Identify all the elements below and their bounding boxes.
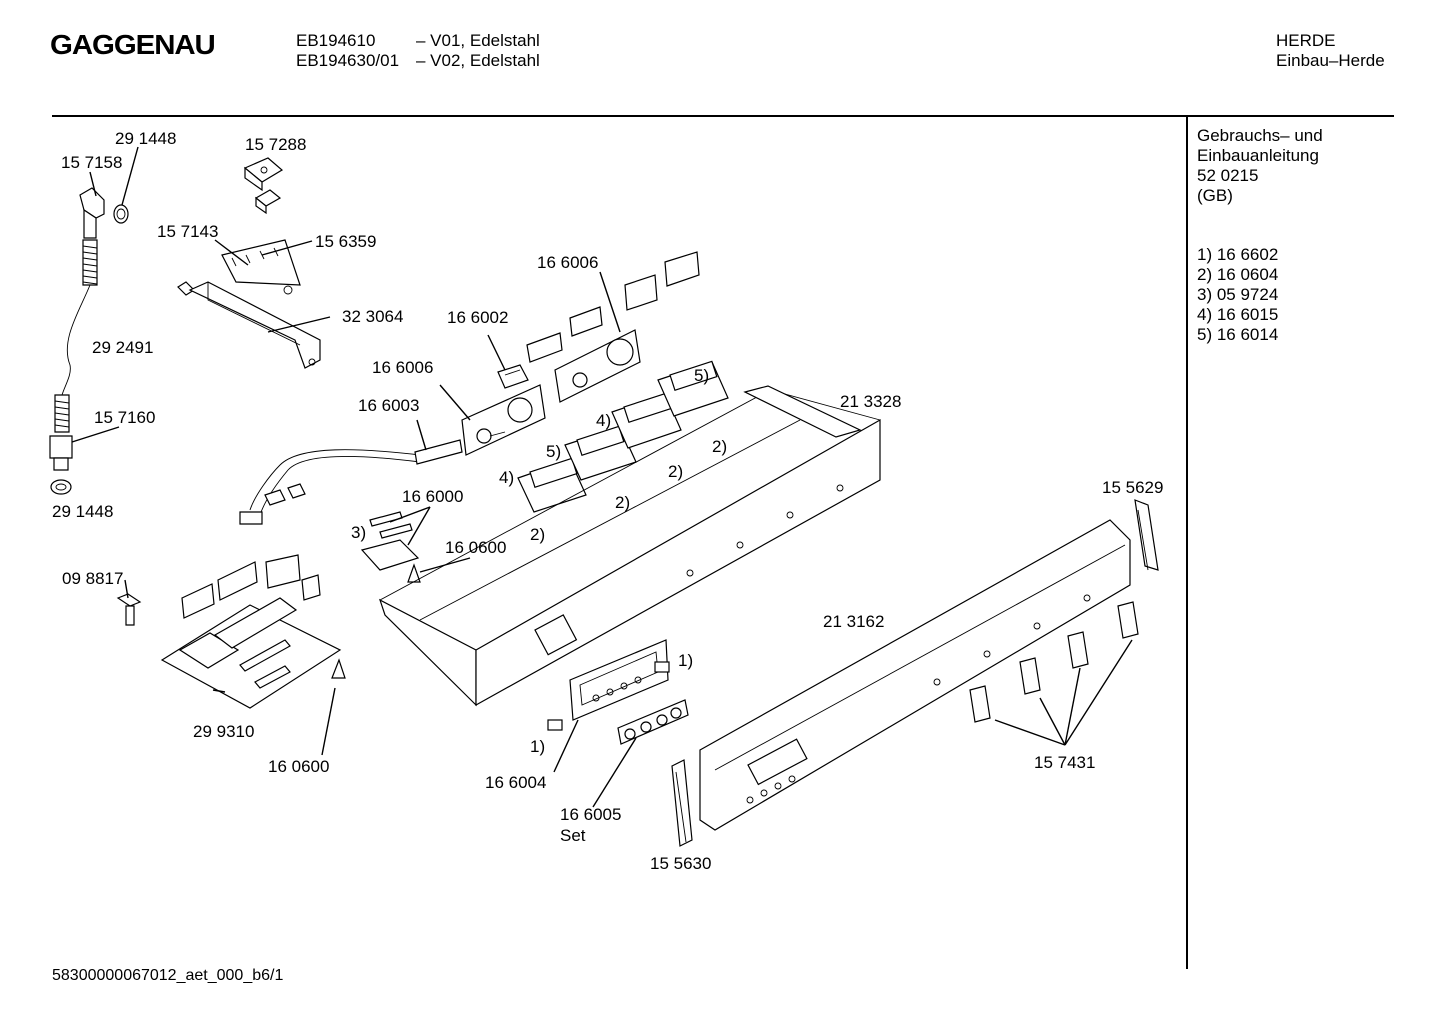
label-note-2-d: 2) xyxy=(530,525,545,544)
knob-cap-4 xyxy=(1117,601,1139,639)
label-note-4-a: 4) xyxy=(596,411,611,430)
terminal-strip xyxy=(177,239,301,296)
label-note-2-a: 2) xyxy=(712,437,727,456)
note-5: 5) 16 6014 xyxy=(1197,325,1279,344)
label-part-323064: 32 3064 xyxy=(342,307,403,326)
label-part-157288: 15 7288 xyxy=(245,135,306,154)
label-note-1-b: 1) xyxy=(530,737,545,756)
label-part-166006-upper: 16 6006 xyxy=(537,253,598,272)
label-part-299310: 29 9310 xyxy=(193,722,254,741)
label-part-160600-a: 16 0600 xyxy=(445,538,506,557)
wire-harness xyxy=(239,439,463,525)
label-note-5-a: 5) xyxy=(694,366,709,385)
mounting-rail xyxy=(188,281,321,369)
gas-connector-nut xyxy=(49,435,73,495)
control-pcb xyxy=(160,554,342,709)
cable-clip xyxy=(497,364,529,389)
control-frame xyxy=(378,385,881,707)
label-part-166000: 16 6000 xyxy=(402,487,463,506)
document-id: 58300000067012_aet_000_b6/1 xyxy=(52,967,284,984)
label-part-166003: 16 6003 xyxy=(358,396,419,415)
hose-spring-top xyxy=(82,239,98,286)
knob-cap-1 xyxy=(969,685,991,723)
label-part-166002: 16 6002 xyxy=(447,308,508,327)
label-part-157160: 15 7160 xyxy=(94,408,155,427)
side-bracket-right xyxy=(1134,499,1159,571)
rotary-switch-4 xyxy=(657,360,729,417)
rotary-switch-1 xyxy=(517,457,587,513)
label-note-2-c: 2) xyxy=(615,493,630,512)
switch-assembly-upper xyxy=(526,251,700,403)
brand-logo: GAGGENAU xyxy=(50,29,216,60)
header-rule xyxy=(52,115,1394,117)
label-part-166006-lower: 16 6006 xyxy=(372,358,433,377)
label-part-157431: 15 7431 xyxy=(1034,753,1095,772)
manual-line-1: Gebrauchs– und xyxy=(1197,126,1323,145)
switch-assembly-lower xyxy=(461,384,546,456)
manual-number: 52 0215 xyxy=(1197,166,1259,185)
label-part-213328: 21 3328 xyxy=(840,392,901,411)
label-part-098817: 09 8817 xyxy=(62,569,123,588)
leader-lines xyxy=(71,146,1133,808)
note-2: 2) 16 0604 xyxy=(1197,265,1279,284)
category-title: HERDE xyxy=(1276,31,1336,50)
bracket-clip xyxy=(243,157,284,215)
knob-cap-3 xyxy=(1067,631,1089,669)
label-note-2-b: 2) xyxy=(668,462,683,481)
spacer-bolt-2 xyxy=(547,719,563,731)
gas-elbow-fitting xyxy=(79,187,129,239)
knob-cap-2 xyxy=(1019,657,1041,695)
note-1: 1) 16 6602 xyxy=(1197,245,1279,264)
fuse-block xyxy=(360,511,420,571)
label-part-155629: 15 5629 xyxy=(1102,478,1163,497)
label-note-5-b: 5) xyxy=(546,442,561,461)
exploded-parts-diagram: 29 1448 15 7158 15 7288 15 7143 15 6359 … xyxy=(49,129,1163,873)
label-part-291448-bottom: 29 1448 xyxy=(52,502,113,521)
display-module xyxy=(569,639,669,721)
label-note-1-a: 1) xyxy=(678,651,693,670)
note-4: 4) 16 6015 xyxy=(1197,305,1279,324)
label-note-3: 3) xyxy=(351,523,366,542)
model-variant-2: – V02, Edelstahl xyxy=(416,51,540,70)
label-set: Set xyxy=(560,826,586,845)
label-part-292491: 29 2491 xyxy=(92,338,153,357)
rotary-switch-3 xyxy=(611,392,682,449)
model-number-1: EB194610 xyxy=(296,31,376,50)
label-part-160600-b: 16 0600 xyxy=(268,757,329,776)
spacer-bolt-1 xyxy=(654,661,670,673)
label-part-157158: 15 7158 xyxy=(61,153,122,172)
label-part-166004: 16 6004 xyxy=(485,773,546,792)
manual-line-2: Einbauanleitung xyxy=(1197,146,1319,165)
label-part-166005: 16 6005 xyxy=(560,805,621,824)
side-bracket-left xyxy=(671,759,693,847)
rotary-switch-2 xyxy=(564,425,637,481)
gas-hose xyxy=(61,284,91,396)
label-part-291448-top: 29 1448 xyxy=(115,129,176,148)
label-part-157143: 15 7143 xyxy=(157,222,218,241)
model-number-2: EB194630/01 xyxy=(296,51,400,70)
note-3: 3) 05 9724 xyxy=(1197,285,1279,304)
spacer-cone-2 xyxy=(331,658,346,679)
manual-language: (GB) xyxy=(1197,186,1233,205)
label-part-155630: 15 5630 xyxy=(650,854,711,873)
front-panel xyxy=(699,519,1131,831)
hose-spring-bottom xyxy=(54,394,70,433)
sidebar-rule xyxy=(1186,117,1188,969)
model-variant-1: – V01, Edelstahl xyxy=(416,31,540,50)
knob-set xyxy=(617,699,689,745)
label-note-4-b: 4) xyxy=(499,468,514,487)
subcategory-title: Einbau–Herde xyxy=(1276,51,1385,70)
label-part-156359: 15 6359 xyxy=(315,232,376,251)
wing-nut xyxy=(116,593,142,626)
label-part-213162: 21 3162 xyxy=(823,612,884,631)
